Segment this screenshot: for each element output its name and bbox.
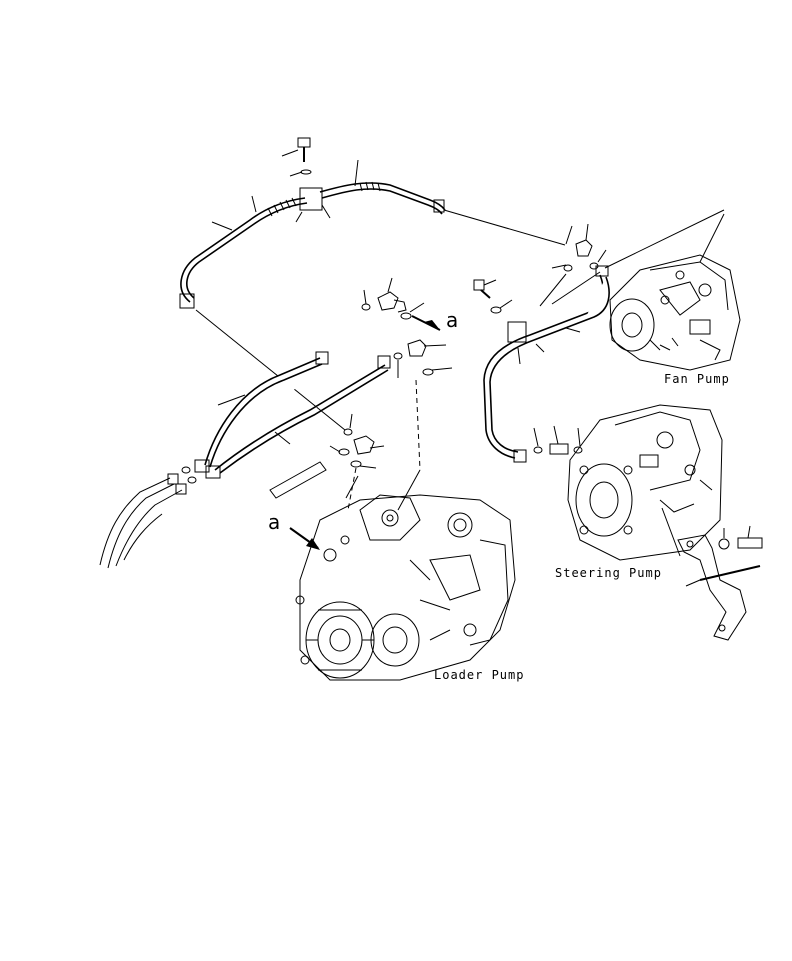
bracket xyxy=(677,534,761,641)
bolt-top xyxy=(281,137,312,177)
upper-hose xyxy=(179,181,446,309)
twin-hoses xyxy=(194,351,391,479)
steering-pump-illustration xyxy=(567,404,723,561)
fan-pump-illustration xyxy=(609,254,741,371)
steering-pump-label: Steering Pump xyxy=(555,566,662,580)
right-hose xyxy=(483,265,610,463)
reference-a-left: a xyxy=(268,510,281,534)
loader-pump-label: Loader Pump xyxy=(434,668,525,682)
elbow-fitting-1 xyxy=(377,277,407,313)
steering-fitting xyxy=(533,425,583,455)
loader-pump-illustration xyxy=(295,494,516,681)
bolt-right xyxy=(473,279,513,314)
elbow-fitting-2 xyxy=(407,339,447,357)
bracket-bolt xyxy=(718,525,763,550)
elbow-fitting-3 xyxy=(353,435,385,455)
fan-fitting xyxy=(539,223,607,307)
phantom-hoses xyxy=(99,461,327,569)
fan-pump-label: Fan Pump xyxy=(664,372,730,386)
reference-a-top: a xyxy=(446,308,459,332)
